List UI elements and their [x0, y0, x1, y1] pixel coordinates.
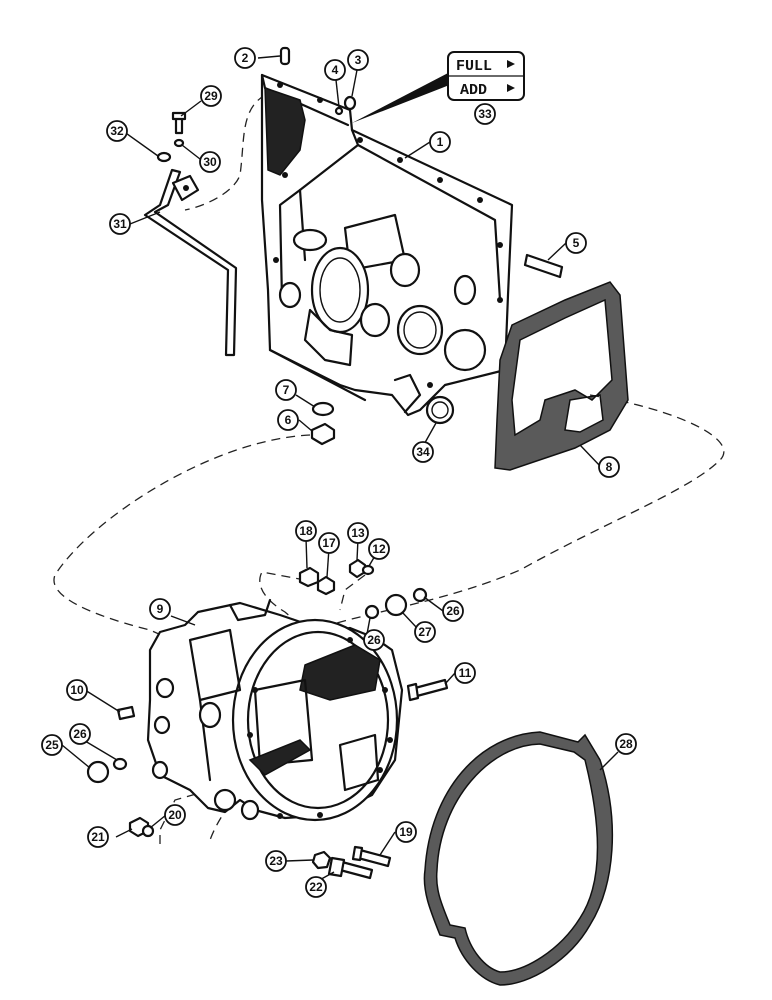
- callout-1: 1: [429, 131, 451, 153]
- callout-2: 2: [234, 47, 256, 69]
- svg-text:17: 17: [322, 536, 336, 550]
- svg-text:26: 26: [446, 604, 460, 618]
- o-ring-32: [156, 151, 172, 163]
- callout-19: 19: [395, 821, 417, 843]
- lockwasher-23: [311, 850, 332, 870]
- bolt-11: [406, 678, 449, 702]
- svg-text:2: 2: [242, 51, 249, 65]
- callout-13: 13: [347, 522, 369, 544]
- callout-10: 10: [66, 679, 88, 701]
- callout-7: 7: [275, 379, 297, 401]
- svg-text:33: 33: [478, 107, 492, 121]
- lockwasher-18: [298, 566, 320, 588]
- callout-29: 29: [200, 85, 222, 107]
- callout-3: 3: [347, 49, 369, 71]
- svg-text:19: 19: [399, 825, 413, 839]
- svg-text:7: 7: [283, 383, 290, 397]
- ring-26-upper: [412, 587, 428, 603]
- callout-28: 28: [615, 733, 637, 755]
- washer-4: [334, 106, 344, 116]
- callout-20: 20: [164, 804, 186, 826]
- svg-text:5: 5: [573, 236, 580, 250]
- svg-text:32: 32: [110, 124, 124, 138]
- svg-text:26: 26: [73, 727, 87, 741]
- clutch-housing: [146, 598, 404, 822]
- ring-26-lower: [364, 604, 380, 620]
- svg-text:10: 10: [70, 683, 84, 697]
- svg-text:1: 1: [437, 135, 444, 149]
- bushing-25: [86, 760, 110, 784]
- plug-3: [343, 95, 357, 111]
- nut-17: [316, 575, 336, 596]
- svg-text:12: 12: [372, 542, 386, 556]
- callout-4: 4: [324, 59, 346, 81]
- dipstick-tube: [143, 168, 238, 357]
- callout-26-left: 26: [69, 723, 91, 745]
- svg-text:29: 29: [204, 89, 218, 103]
- callout-12: 12: [368, 538, 390, 560]
- callout-9: 9: [149, 598, 171, 620]
- level-add-label: ADD: [460, 82, 487, 99]
- svg-text:30: 30: [203, 155, 217, 169]
- svg-text:21: 21: [91, 830, 105, 844]
- svg-text:3: 3: [355, 53, 362, 67]
- pin-10: [116, 705, 136, 721]
- callout-27: 27: [414, 621, 436, 643]
- seal-34: [425, 395, 455, 425]
- washer-12: [361, 564, 375, 576]
- svg-text:27: 27: [418, 625, 432, 639]
- ring-26-left: [112, 757, 128, 771]
- svg-text:23: 23: [269, 854, 283, 868]
- callout-31: 31: [109, 213, 131, 235]
- callout-22: 22: [305, 876, 327, 898]
- bolt-19: [351, 845, 392, 868]
- callout-11: 11: [454, 662, 476, 684]
- svg-text:31: 31: [113, 217, 127, 231]
- callout-18: 18: [295, 520, 317, 542]
- callout-30: 30: [199, 151, 221, 173]
- svg-text:22: 22: [309, 880, 323, 894]
- svg-text:28: 28: [619, 737, 633, 751]
- callout-32: 32: [106, 120, 128, 142]
- callout-25: 25: [41, 734, 63, 756]
- svg-text:8: 8: [606, 460, 613, 474]
- svg-text:9: 9: [157, 602, 164, 616]
- level-plate-leader: [352, 72, 452, 123]
- svg-text:34: 34: [416, 445, 430, 459]
- callout-33: 33: [474, 103, 496, 125]
- gasket-8: [494, 281, 629, 471]
- callout-23: 23: [265, 850, 287, 872]
- svg-text:25: 25: [45, 738, 59, 752]
- pin-2: [279, 46, 291, 66]
- callout-17: 17: [318, 532, 340, 554]
- callout-5: 5: [565, 232, 587, 254]
- callout-34: 34: [412, 441, 434, 463]
- svg-text:13: 13: [351, 526, 365, 540]
- callout-26-right-lower: 26: [363, 629, 385, 651]
- level-plate: FULL ADD: [447, 51, 525, 101]
- bushing-27: [384, 593, 408, 617]
- svg-text:26: 26: [367, 633, 381, 647]
- nut-6: [310, 422, 336, 446]
- transmission-housing: [260, 73, 514, 417]
- svg-text:18: 18: [299, 524, 313, 538]
- level-full-label: FULL: [456, 58, 492, 75]
- svg-text:20: 20: [168, 808, 182, 822]
- gasket-28: [423, 731, 614, 986]
- callout-8: 8: [598, 456, 620, 478]
- bolt-22: [327, 856, 374, 880]
- svg-text:6: 6: [285, 413, 292, 427]
- callout-21: 21: [87, 826, 109, 848]
- washer-20: [141, 824, 155, 838]
- svg-text:11: 11: [459, 666, 472, 680]
- washer-30: [173, 138, 185, 148]
- callout-26-right-upper: 26: [442, 600, 464, 622]
- washer-7: [311, 401, 335, 417]
- stud-5: [523, 253, 564, 279]
- svg-text:4: 4: [332, 63, 339, 77]
- callout-6: 6: [277, 409, 299, 431]
